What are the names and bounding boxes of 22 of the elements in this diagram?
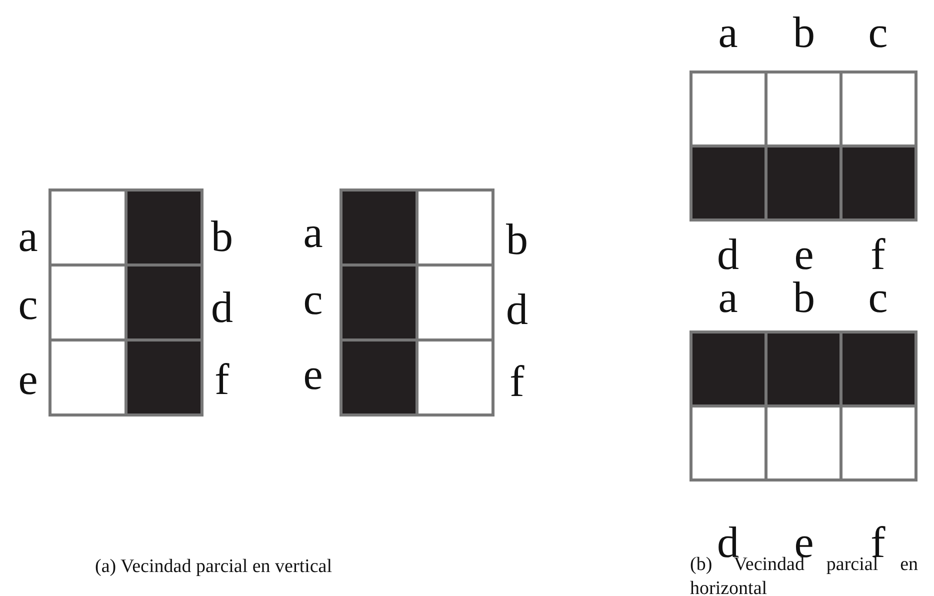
- cell-letter: f: [510, 360, 524, 404]
- cell-letter: f: [870, 233, 886, 277]
- cell-letter: c: [868, 276, 888, 320]
- cell-letter: a: [718, 276, 738, 320]
- caption: (a) Vecindad parcial en vertical: [95, 555, 332, 579]
- cell-letter: e: [303, 353, 323, 397]
- cell-letter: e: [18, 358, 38, 402]
- cell-letter: a: [18, 215, 38, 259]
- cell-letter: b: [211, 215, 233, 259]
- cell-letter: b: [506, 218, 528, 262]
- cell-letter: d: [717, 233, 739, 277]
- cell-letter: b: [793, 276, 815, 320]
- cell-letter: c: [868, 11, 888, 55]
- cell-letter: f: [214, 358, 230, 402]
- cell-letter: b: [793, 11, 815, 55]
- cell-letter: d: [506, 288, 528, 332]
- cell-letter: e: [794, 233, 814, 277]
- cell-letter: c: [18, 283, 38, 327]
- cell-letter: a: [718, 11, 738, 55]
- cell-letter: c: [303, 278, 323, 322]
- cell-letter: d: [211, 286, 233, 330]
- cell-letter: a: [303, 211, 323, 255]
